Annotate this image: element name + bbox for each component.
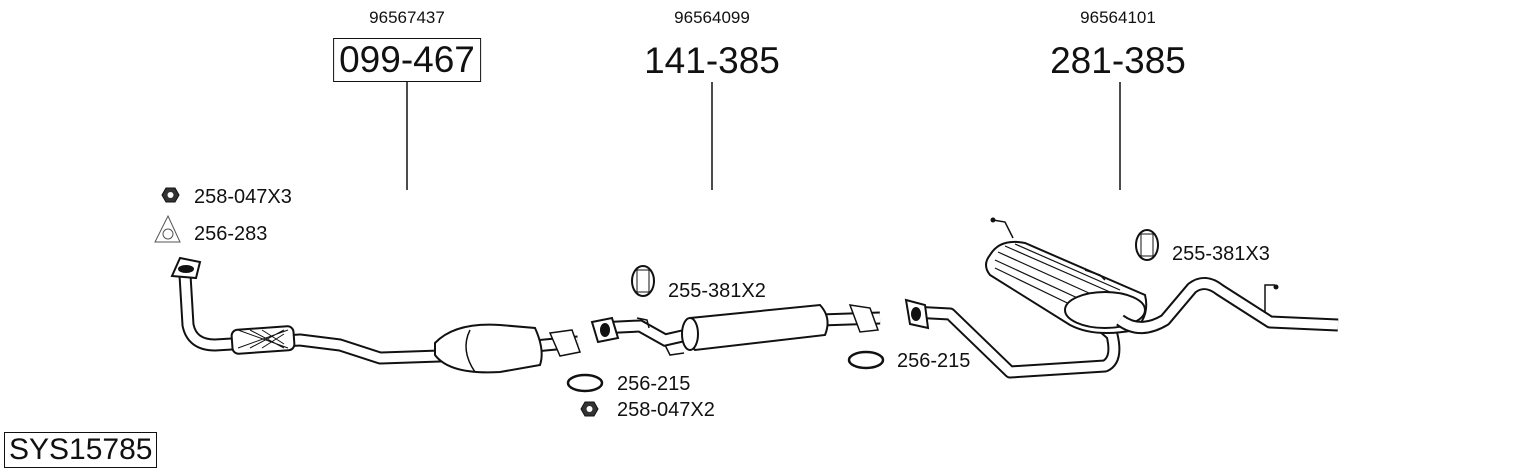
oe-number-middle: 96564099	[674, 8, 750, 27]
accessory-label[interactable]: 255-381X3	[1172, 243, 1270, 265]
part-number-middle[interactable]: 141-385	[644, 40, 780, 81]
accessory-label[interactable]: 258-047X3	[194, 186, 292, 208]
rubber-hanger-icon	[1135, 229, 1159, 261]
oe-number-front: 96567437	[369, 8, 445, 27]
accessory-label[interactable]: 256-215	[617, 373, 691, 395]
accessory-label[interactable]: 256-283	[194, 223, 268, 245]
part-number-rear[interactable]: 281-385	[1050, 40, 1186, 81]
nut-icon	[161, 187, 180, 203]
nut-icon	[580, 401, 599, 417]
ring-gasket-icon	[847, 350, 885, 370]
front-pipe-catalyst[interactable]	[170, 256, 582, 374]
oe-number-rear: 96564101	[1080, 8, 1156, 27]
accessory-label[interactable]: 256-215	[897, 350, 971, 372]
ring-gasket-icon	[566, 373, 604, 393]
rubber-hanger-icon	[631, 265, 655, 297]
middle-silencer[interactable]	[590, 303, 881, 356]
triangle-gasket-icon	[154, 214, 181, 243]
rear-silencer[interactable]	[904, 217, 1339, 379]
system-code: SYS15785	[4, 432, 158, 468]
accessory-label[interactable]: 255-381X2	[668, 280, 766, 302]
catalytic-converter	[434, 323, 543, 374]
accessory-label[interactable]: 258-047X2	[617, 399, 715, 421]
part-number-front[interactable]: 099-467	[333, 38, 481, 82]
